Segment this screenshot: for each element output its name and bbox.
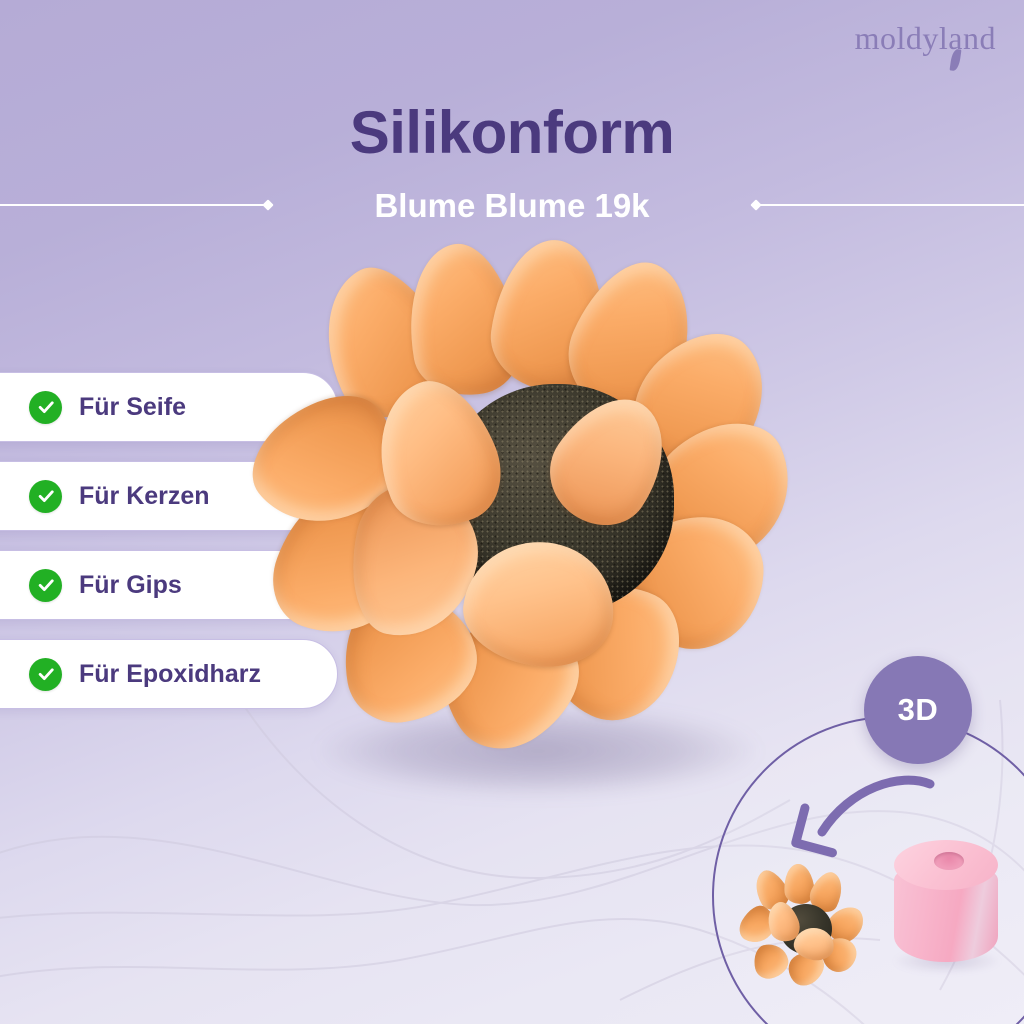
feature-label: Für Gips	[79, 570, 182, 599]
flower-petal	[750, 940, 792, 982]
feature-item-epoxidharz[interactable]: Für Epoxidharz	[0, 639, 338, 709]
page-title: Silikonform	[349, 99, 675, 166]
hero-product-image	[233, 232, 828, 806]
check-circle-icon	[29, 657, 62, 691]
brand-logo: moldyland	[854, 20, 996, 72]
mold-cavity-hole	[934, 852, 964, 870]
check-circle-icon	[29, 390, 62, 424]
divider-right	[750, 199, 1024, 211]
curved-arrow-icon	[791, 775, 935, 858]
page-subtitle: Blume Blume 19k	[374, 187, 650, 224]
badge-3d: 3D	[864, 656, 972, 764]
badge-3d-label: 3D	[897, 692, 939, 727]
feature-label: Für Seife	[79, 392, 186, 421]
check-circle-icon	[29, 568, 62, 602]
feature-item-kerzen[interactable]: Für Kerzen	[0, 461, 338, 531]
pink-silicone-mold	[890, 836, 1002, 974]
feature-label: Für Epoxidharz	[79, 659, 261, 688]
brand-logo-text: moldyland	[854, 20, 996, 56]
check-circle-icon	[29, 479, 62, 513]
flower-candle-thumbnail	[734, 862, 871, 992]
divider-left	[0, 199, 274, 211]
feature-label: Für Kerzen	[79, 481, 210, 510]
